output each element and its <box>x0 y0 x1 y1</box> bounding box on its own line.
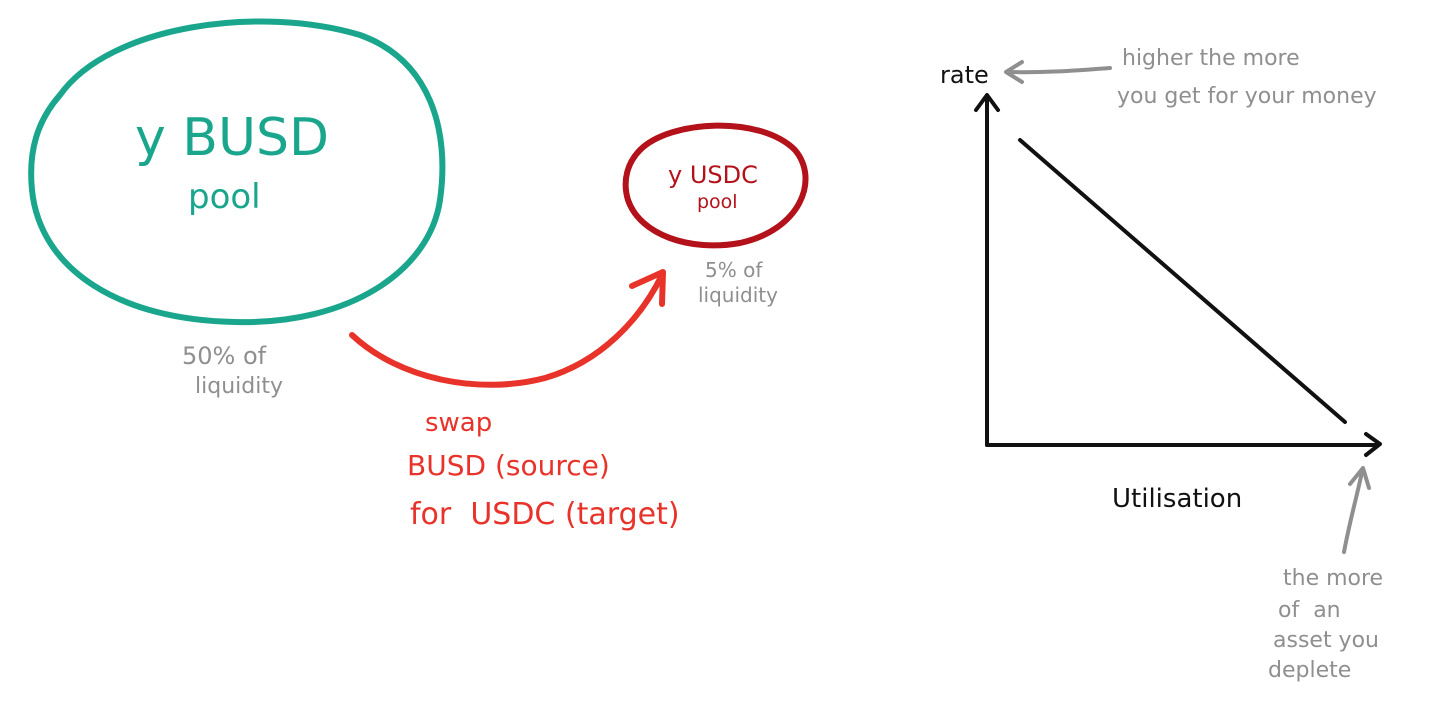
busd-liquidity-caption-1: 50% of <box>182 342 267 370</box>
y-axis-arrowhead <box>974 93 1000 112</box>
busd-pool-title: y BUSD <box>135 108 330 168</box>
swap-arrow-head <box>629 269 666 307</box>
y-axis-label: rate <box>940 61 989 89</box>
usdc-liquidity-caption-1: 5% of <box>705 258 763 282</box>
usdc-pool-subtitle: pool <box>697 191 738 213</box>
usdc-pool-circle <box>622 122 809 249</box>
utilisation-note-line-4: deplete <box>1268 658 1352 683</box>
rate-note-arrowhead <box>1004 60 1024 84</box>
x-axis-arrowhead <box>1364 432 1382 457</box>
usdc-pool-title: y USDC <box>668 161 758 189</box>
usdc-liquidity-caption-2: liquidity <box>698 283 778 307</box>
busd-pool-circle <box>28 18 446 326</box>
utilisation-note-arrow <box>1342 470 1364 554</box>
swap-arrow <box>349 272 665 388</box>
x-axis-label: Utilisation <box>1112 484 1243 514</box>
utilisation-note-arrowhead <box>1348 466 1371 490</box>
rate-note-line-1: higher the more <box>1122 46 1300 71</box>
utilisation-note-line-1: the more <box>1283 566 1384 591</box>
busd-pool-subtitle: pool <box>188 177 261 217</box>
utilisation-note-line-2: of an <box>1278 598 1341 623</box>
rate-utilisation-line <box>1018 138 1347 424</box>
rate-note-arrow <box>1006 66 1112 75</box>
swap-label-1: swap <box>425 408 493 438</box>
swap-label-3: for USDC (target) <box>410 497 680 532</box>
utilisation-note-line-3: asset you <box>1273 628 1379 653</box>
rate-note-line-2: you get for your money <box>1117 84 1377 109</box>
swap-label-2: BUSD (source) <box>407 449 610 482</box>
busd-liquidity-caption-2: liquidity <box>195 374 283 399</box>
